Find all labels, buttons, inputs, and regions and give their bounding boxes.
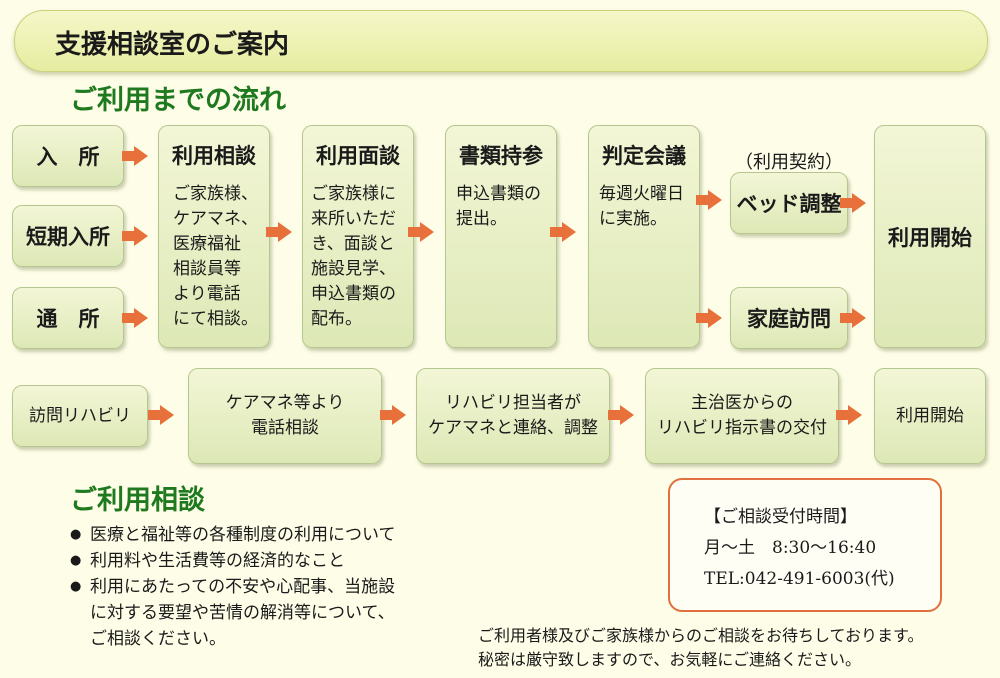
step-body: 申込書類の 提出。 [456,184,541,229]
consult-item: 利用料や生活費等の経済的なこと [70,548,396,574]
title-banner: 支援相談室のご案内 [14,10,988,72]
hours-box: 【ご相談受付時間】 月〜土 8:30〜16:40 TEL:042-491-600… [668,478,942,612]
step-riyou-soudan: 利用相談 ご家族様、 ケアマネ、 医療福祉 相談員等 より電話 にて相談。 [158,125,270,348]
arrow-icon [840,193,866,213]
option-home-visit: 家庭訪問 [730,287,848,349]
entry-nyusho: 入 所 [12,125,124,187]
step-riyou-mendan: 利用面談 ご家族様に 来所いただ き、面談と 施設見学、 申込書類の 配布。 [302,125,414,348]
step-title: 判定会議 [602,143,686,168]
arrow-icon [122,226,148,246]
footer-note: ご利用者様及びご家族様からのご相談をお待ちしております。 秘密は厳守致しますので… [478,624,923,672]
flow-heading: ご利用までの流れ [70,85,286,116]
step-start: 利用開始 [874,125,986,348]
arrow-icon [840,308,866,328]
arrow-icon [122,146,148,166]
step-shorui-jisan: 書類持参 申込書類の 提出。 [445,125,557,348]
consult-heading: ご利用相談 [70,485,205,516]
consult-item: 利用にあたっての不安や心配事、当施設 に対する要望や苦情の解消等について、 ご相… [70,574,396,652]
hours-time: 月〜土 8:30〜16:40 [704,538,877,558]
page-title: 支援相談室のご案内 [55,30,290,60]
rehab-step-5: 利用開始 [874,368,986,464]
step-body: ご家族様、 ケアマネ、 医療福祉 相談員等 より電話 にて相談。 [173,184,258,329]
step-body: ご家族様に 来所いただ き、面談と 施設見学、 申込書類の 配布。 [311,184,396,329]
rehab-step-4: 主治医からの リハビリ指示書の交付 [645,368,839,464]
step-title: 利用相談 [172,143,256,168]
rehab-step-1: 訪問リハビリ [12,385,148,447]
arrow-icon [122,308,148,328]
step-title: 利用面談 [316,143,400,168]
contract-label: （利用契約） [735,152,843,173]
arrow-icon [550,222,576,242]
entry-short-stay: 短期入所 [12,205,124,267]
step-title: 書類持参 [459,143,543,168]
entry-tsusho: 通 所 [12,287,124,349]
footer-line: ご利用者様及びご家族様からのご相談をお待ちしております。 [478,626,924,645]
arrow-icon [148,405,174,425]
option-bed-adjust: ベッド調整 [730,172,848,234]
arrow-icon [380,405,406,425]
arrow-icon [408,222,434,242]
step-body: 毎週火曜日 に実施。 [599,184,684,229]
hours-tel: TEL:042-491-6003(代) [704,569,895,589]
arrow-icon [266,222,292,242]
rehab-step-2: ケアマネ等より 電話相談 [188,368,382,464]
arrow-icon [836,405,862,425]
footer-line: 秘密は厳守致しますので、お気軽にご連絡ください。 [478,650,862,669]
arrow-icon [608,405,634,425]
arrow-icon [696,190,722,210]
step-hantei-kaigi: 判定会議 毎週火曜日 に実施。 [588,125,700,348]
consult-item: 医療と福祉等の各種制度の利用について [70,522,396,548]
arrow-icon [696,308,722,328]
rehab-step-3: リハビリ担当者が ケアマネと連絡、調整 [416,368,610,464]
consult-list: 医療と福祉等の各種制度の利用について 利用料や生活費等の経済的なこと 利用にあた… [70,522,396,652]
hours-label: 【ご相談受付時間】 [704,507,857,527]
